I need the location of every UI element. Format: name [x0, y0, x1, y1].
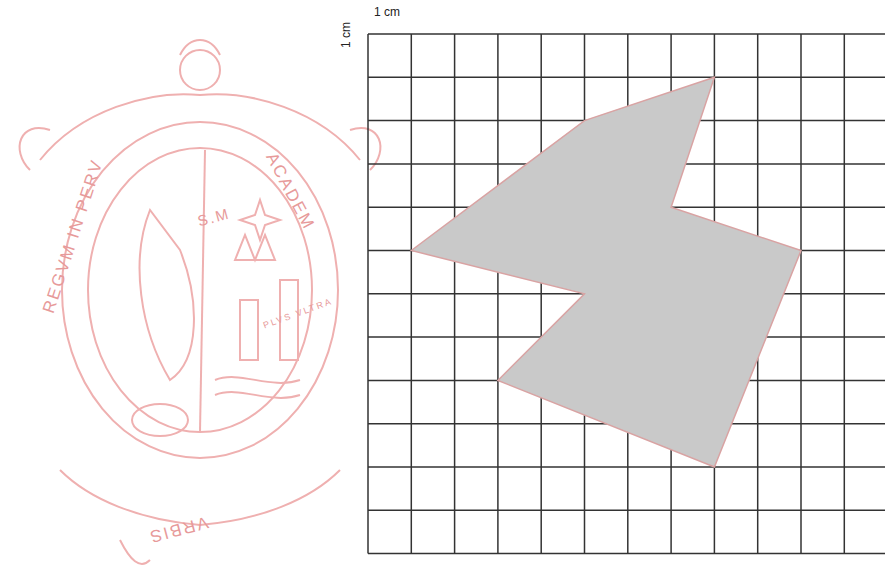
watermark-text: S.M	[196, 206, 231, 229]
shaded-polygon	[411, 77, 801, 467]
grid-line	[844, 34, 846, 554]
grid-line	[800, 34, 802, 554]
scale-label: 1 cm	[374, 6, 400, 18]
grid-line	[368, 510, 885, 512]
watermark-seal	[20, 40, 381, 564]
scale-label: 1 cm	[340, 22, 352, 48]
grid-line	[368, 553, 885, 555]
grid-line	[368, 466, 885, 468]
grid-line	[368, 33, 885, 35]
centimetre-grid	[368, 34, 885, 554]
grid-line	[368, 77, 885, 79]
